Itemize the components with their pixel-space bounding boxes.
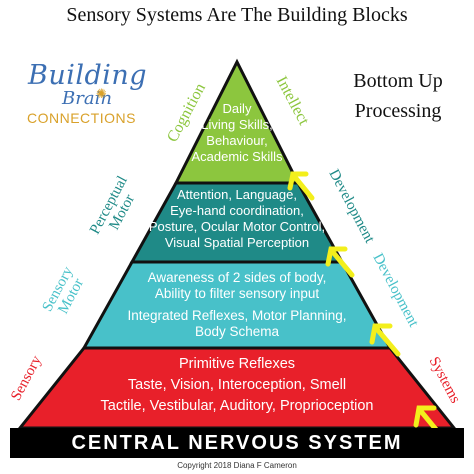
tier-top-shape xyxy=(173,58,301,185)
tier-second-line-1: Attention, Language, xyxy=(177,187,297,202)
logo-connections: CONNECTIONS xyxy=(27,110,136,126)
tier-bottom-line-1: Primitive Reflexes xyxy=(178,356,296,372)
page-title: Sensory Systems Are The Building Blocks xyxy=(66,4,408,26)
tier-third-line-2: Ability to filter sensory input xyxy=(154,286,320,301)
tier-top-line-1: Daily xyxy=(222,101,252,116)
tier-bottom-line-3: Tactile, Vestibular, Auditory, Proprioce… xyxy=(100,398,374,414)
tier-top-line-4: Academic Skills xyxy=(191,149,283,164)
arrow-3 xyxy=(325,246,355,278)
tier-second-line-4: Visual Spatial Perception xyxy=(164,235,310,250)
tier-third-text: Awareness of 2 sides of body, Ability to… xyxy=(92,270,382,340)
lightbulb-icon: ✺ xyxy=(96,86,107,101)
bottom-up-line1: Bottom Up xyxy=(353,70,443,92)
tier-top-line-3: Behaviour, xyxy=(206,133,268,148)
arrow-2 xyxy=(369,323,401,357)
tier-second-text: Attention, Language, Eye-hand coordinati… xyxy=(140,187,334,251)
tier-bottom-line-2: Taste, Vision, Interoception, Smell xyxy=(127,377,347,393)
tier-top-text: Daily Living Skills, Behaviour, Academic… xyxy=(178,101,296,165)
bottom-up-line2: Processing xyxy=(354,100,442,122)
copyright-text: Copyright 2018 Diana F Cameron xyxy=(177,461,297,470)
tier-third-line-1: Awareness of 2 sides of body, xyxy=(147,270,327,285)
tier-bottom-text: Primitive Reflexes Taste, Vision, Intero… xyxy=(60,354,414,417)
arrow-4 xyxy=(287,171,315,201)
tier-third-line-4: Body Schema xyxy=(194,324,280,339)
logo-building: Building xyxy=(28,60,148,91)
bottom-up-heading: Bottom Up Processing xyxy=(334,66,462,126)
tier-second-line-2: Eye-hand coordination, xyxy=(170,203,304,218)
logo-brain: Brain xyxy=(62,88,112,109)
tier-second-line-3: Posture, Ocular Motor Control, xyxy=(148,219,326,234)
cns-label: CENTRAL NERVOUS SYSTEM xyxy=(71,432,403,454)
tier-third-line-3: Integrated Reflexes, Motor Planning, xyxy=(127,308,347,323)
tier-top-line-2: Living Skills, xyxy=(201,117,273,132)
cns-bar xyxy=(10,428,464,458)
